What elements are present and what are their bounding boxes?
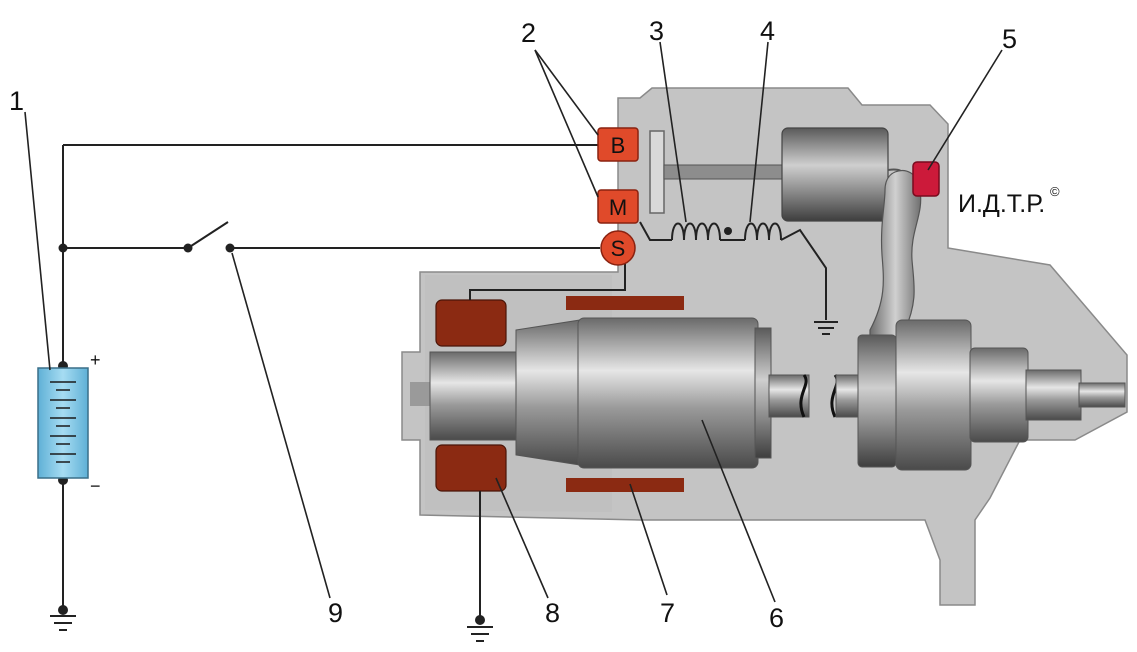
solenoid [649, 127, 906, 222]
callout-6: 6 [769, 603, 784, 633]
terminal-m-label: M [609, 195, 627, 220]
terminal-s: S [600, 230, 636, 266]
callout-2: 2 [521, 18, 536, 48]
terminal-m: M [597, 189, 639, 224]
callout-leaders [24, 41, 1003, 603]
terminal-b: B [597, 127, 639, 162]
callout-3: 3 [649, 16, 664, 46]
callout-9: 9 [328, 598, 343, 628]
field-winding-top [566, 296, 684, 310]
terminal-b-label: B [611, 133, 626, 158]
field-winding-bottom [566, 478, 684, 492]
winding-ground-icon [814, 321, 838, 335]
callout-1: 1 [9, 86, 24, 116]
battery-plus-sign: + [90, 350, 101, 370]
ignition-switch [183, 221, 235, 253]
battery [37, 367, 89, 479]
pull-in-winding [744, 222, 782, 241]
brush-bottom [435, 444, 507, 492]
callout-8: 8 [545, 598, 560, 628]
terminal-s-label: S [611, 236, 626, 261]
hold-in-winding [671, 222, 721, 241]
armature-assembly [410, 317, 1126, 471]
battery-ground-icon [50, 615, 76, 631]
callout-7: 7 [660, 598, 675, 628]
watermark-copyright-symbol: © [1050, 184, 1060, 199]
solenoid-contact [912, 161, 940, 197]
watermark-text: И.Д.Т.Р. [958, 190, 1045, 218]
callout-5: 5 [1002, 24, 1017, 54]
callout-4: 4 [760, 16, 775, 46]
circuit-wires [58, 144, 626, 625]
brush-top [435, 299, 507, 347]
solenoid-windings [639, 221, 838, 335]
battery-minus-sign: − [90, 476, 101, 496]
brush-ground-icon [467, 626, 493, 642]
